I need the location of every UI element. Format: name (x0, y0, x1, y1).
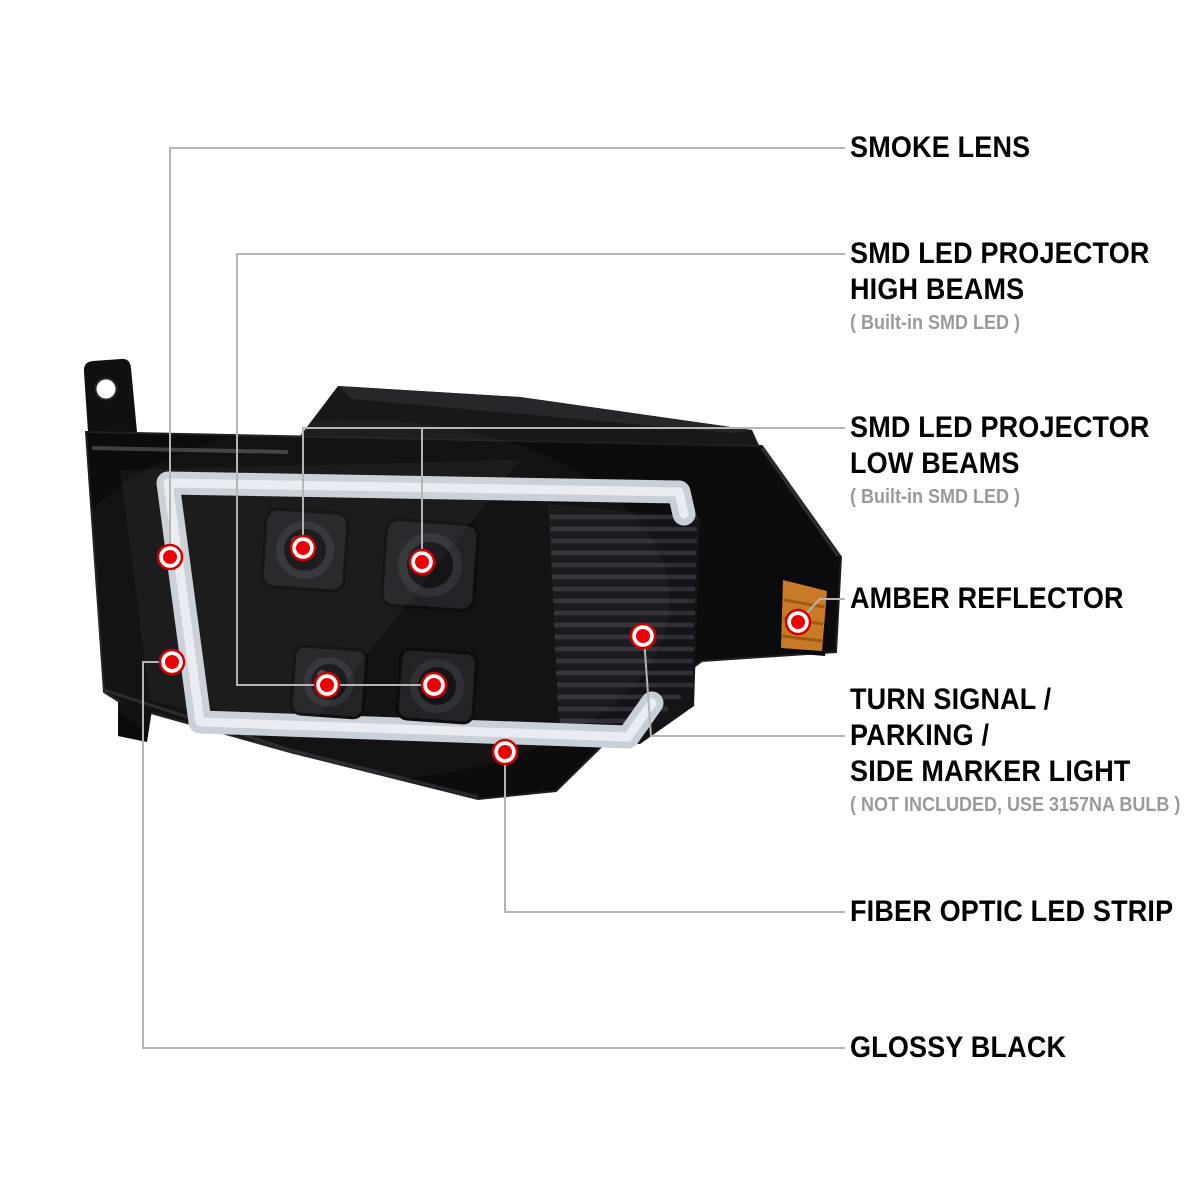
marker-dots (156, 534, 812, 766)
callout-smoke-lens: SMOKE LENS (850, 130, 1030, 166)
leader-glossy-black (142, 661, 845, 1049)
lens-sheen (120, 460, 520, 740)
marker-high-beam-right (420, 671, 448, 699)
callout-turn-signal: TURN SIGNAL / PARKING / SIDE MARKER LIGH… (850, 682, 1180, 818)
callout-label: PARKING / (850, 719, 990, 752)
callout-amber-reflector: AMBER REFLECTOR (850, 581, 1124, 617)
callout-high-beams: SMD LED PROJECTOR HIGH BEAMS ( Built-in … (850, 236, 1150, 336)
callout-label: SMOKE LENS (850, 131, 1031, 164)
fiber-optic-drl-bar (156, 471, 696, 749)
headlight-illustration (83, 358, 843, 801)
leader-turn-signal (643, 637, 845, 737)
marker-turn-signal (629, 622, 657, 650)
marker-fiber-optic (491, 738, 519, 766)
leader-smoke-lens (169, 147, 845, 557)
leader-low-beams-a (302, 427, 845, 548)
mounting-tab (83, 358, 137, 432)
marker-low-beam-right (408, 548, 436, 576)
callout-label: SMD LED PROJECTOR (850, 237, 1150, 270)
grille-ribs (550, 514, 697, 736)
callout-label: LOW BEAMS (850, 447, 1020, 480)
housing-back (288, 386, 762, 452)
marker-amber-reflector (784, 608, 812, 636)
callout-label: GLOSSY BLACK (850, 1031, 1067, 1064)
rim-highlight-bottom (103, 688, 479, 799)
callout-label: SIDE MARKER LIGHT (850, 755, 1131, 788)
rim-highlight-right (760, 447, 840, 557)
marker-smoke-lens (156, 543, 184, 571)
marker-low-beam-left (289, 534, 317, 562)
callout-label: SMD LED PROJECTOR (850, 411, 1150, 444)
callout-note: ( Built-in SMD LED ) (850, 486, 1020, 508)
marker-high-beam-left (313, 671, 341, 699)
callout-note: ( NOT INCLUDED, USE 3157NA BULB ) (850, 794, 1181, 816)
callout-glossy-black: GLOSSY BLACK (850, 1030, 1066, 1066)
callout-low-beams: SMD LED PROJECTOR LOW BEAMS ( Built-in S… (850, 410, 1150, 510)
callout-label: AMBER REFLECTOR (850, 582, 1124, 615)
callout-label: TURN SIGNAL / (850, 683, 1052, 716)
leader-fiber-optic (504, 752, 845, 913)
turn-signal-grille (548, 504, 700, 744)
callout-fiber-optic: FIBER OPTIC LED STRIP (850, 894, 1173, 930)
marker-glossy-black (158, 648, 186, 676)
callout-label: FIBER OPTIC LED STRIP (850, 895, 1174, 928)
rim-highlight (91, 446, 289, 454)
callout-note: ( Built-in SMD LED ) (850, 312, 1020, 334)
callout-label: HIGH BEAMS (850, 273, 1025, 306)
